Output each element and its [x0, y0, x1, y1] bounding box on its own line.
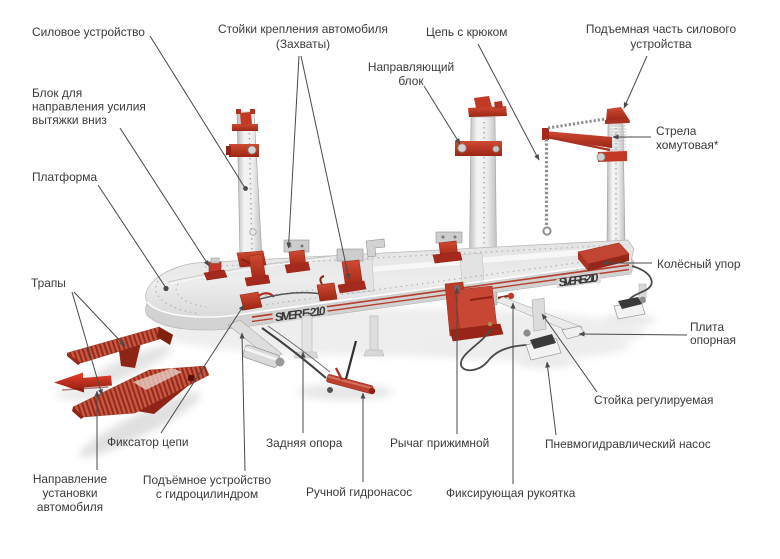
svg-text:опорная: опорная — [690, 333, 736, 347]
svg-text:Стрела: Стрела — [656, 124, 697, 138]
svg-text:Стойка регулируемая: Стойка регулируемая — [594, 393, 714, 407]
svg-text:Цепь с крюком: Цепь с крюком — [426, 25, 507, 39]
svg-text:Фиксатор цепи: Фиксатор цепи — [107, 435, 189, 449]
svg-text:Направляющий: Направляющий — [368, 60, 454, 74]
svg-text:Колёсный упор: Колёсный упор — [657, 257, 741, 271]
svg-text:Фиксирующая рукоятка: Фиксирующая рукоятка — [446, 486, 576, 500]
svg-text:Ручной гидронасос: Ручной гидронасос — [306, 485, 412, 499]
svg-text:хомутовая*: хомутовая* — [656, 138, 719, 152]
svg-text:Силовое устройство: Силовое устройство — [32, 25, 145, 39]
svg-text:Плита: Плита — [690, 320, 724, 334]
svg-text:Стойки крепления автомобиля: Стойки крепления автомобиля — [218, 22, 388, 36]
svg-text:SIVER E-210: SIVER E-210 — [274, 304, 327, 325]
svg-text:Пневмогидравлический насос: Пневмогидравлический насос — [545, 437, 711, 451]
svg-text:вытяжки вниз: вытяжки вниз — [32, 113, 107, 127]
svg-text:Задняя опора: Задняя опора — [266, 436, 343, 450]
svg-text:SIVER E-210: SIVER E-210 — [558, 270, 600, 289]
svg-text:Трапы: Трапы — [31, 276, 66, 290]
svg-text:Блок для: Блок для — [32, 86, 82, 100]
svg-text:(Захваты): (Захваты) — [276, 37, 330, 51]
svg-text:Рычаг прижимной: Рычаг прижимной — [390, 436, 489, 450]
svg-text:блок: блок — [398, 74, 424, 88]
svg-text:Подъёмное устройство: Подъёмное устройство — [143, 473, 272, 487]
svg-text:устройства: устройства — [630, 37, 692, 51]
svg-text:Направление: Направление — [33, 472, 108, 486]
svg-text:установки: установки — [42, 486, 97, 500]
svg-text:Подъемная часть силового: Подъемная часть силового — [586, 22, 737, 36]
svg-text:автомобиля: автомобиля — [37, 500, 103, 514]
svg-text:направления усилия: направления усилия — [32, 100, 146, 114]
svg-text:Платформа: Платформа — [32, 170, 97, 184]
svg-text:с гидроцилиндром: с гидроцилиндром — [156, 487, 258, 501]
